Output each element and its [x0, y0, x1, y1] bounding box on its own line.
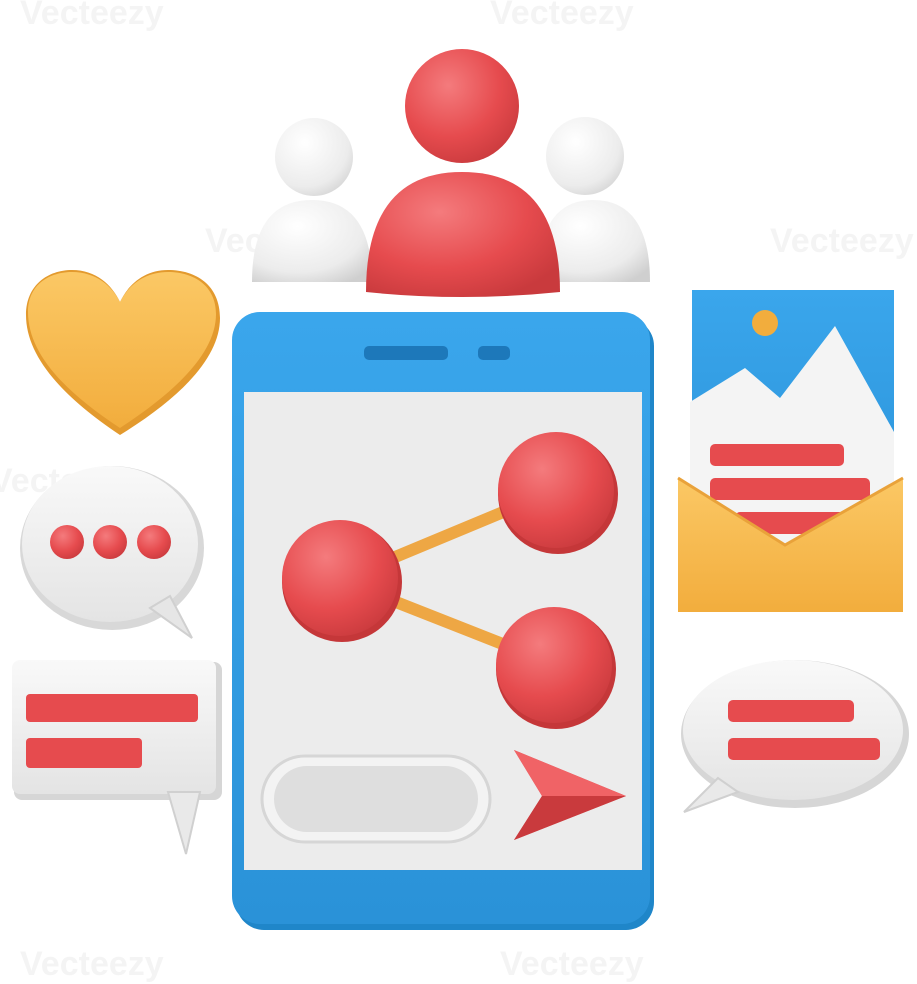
share-icon: [282, 432, 618, 729]
phone-camera: [478, 346, 510, 360]
text-line: [26, 694, 198, 722]
typing-dot: [50, 525, 84, 559]
typing-dot: [137, 525, 171, 559]
heart-icon: [26, 270, 220, 435]
typing-bubble-icon: [20, 466, 204, 639]
text-line: [728, 738, 880, 760]
envelope-photo-icon: [677, 290, 904, 612]
send-icon[interactable]: [514, 750, 626, 840]
chat-bubble-icon: [681, 660, 909, 813]
sun-icon: [752, 310, 778, 336]
users-group-icon: [252, 49, 650, 297]
smartphone-icon: [232, 312, 654, 930]
text-line: [26, 738, 142, 768]
text-line: [728, 700, 854, 722]
typing-dot: [93, 525, 127, 559]
phone-speaker: [364, 346, 448, 360]
message-bubble-icon: [12, 660, 222, 855]
